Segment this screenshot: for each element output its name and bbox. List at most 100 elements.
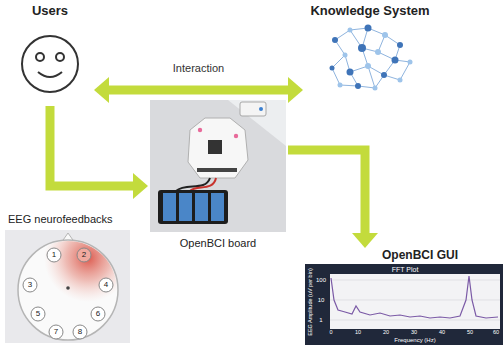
electrode-number: 7 [54,328,58,336]
tick-label: 40 [439,330,445,336]
tick-label: 30 [411,330,417,336]
network-graph-part [373,86,378,91]
connector [288,150,378,248]
node-heading: EEG neurofeedbacks [8,213,113,226]
network-graph-part [343,53,348,58]
eeg-head-map-part [66,286,70,290]
network-graph-part [375,49,381,55]
network-graph-part [408,60,413,65]
board-photo-part [158,190,228,224]
network-graph-part [365,63,371,69]
connector [94,77,303,103]
board-photo-part [240,102,266,116]
fft-plot-part [331,276,498,318]
network-graph-part [382,32,388,38]
board-photo-part [208,140,222,154]
eeg-head-map-part [49,325,63,339]
user-figure: Users [8,4,92,104]
smiley-face-part [36,53,44,61]
connector [50,106,148,199]
arrow-head [94,77,109,103]
eeg-head-map-part [91,307,105,321]
eeg-head-map-part [31,307,45,321]
node-heading: Users [32,4,68,19]
tick-label: 20 [383,330,389,336]
fft-plot-part [330,274,500,329]
network-graph-part [330,25,404,90]
fft-plot-part [330,280,500,320]
tick-label: 0 [329,330,332,336]
eeg-head-map [5,214,132,343]
board-photo-part [198,128,202,132]
eeg-head-map-part [23,278,37,292]
board-photo-part [150,100,286,232]
network-graph-part [397,42,403,48]
network-graph-part [330,66,335,71]
board-photo-part [195,193,208,221]
fft-plot-part [330,300,500,301]
eeg-head-map-part [99,278,113,292]
eeg-head-map-part [73,325,87,339]
network-graph-part [398,78,403,83]
electrode-number: 4 [104,281,108,289]
network-graph-part [355,83,361,89]
board-photo [150,100,286,232]
knowledge-system: Knowledge System [305,4,435,104]
fft-plot [305,264,503,345]
node-heading: OpenBCI GUI [382,249,458,263]
board-photo-part [197,168,237,172]
board-photo-node: OpenBCI board [150,100,286,250]
network-graph-part [400,62,410,80]
network-graph-part [392,57,399,64]
edge-label: Interaction [171,62,226,75]
board-photo-part [211,193,224,221]
smiley-face-part [38,72,62,77]
network-graph-part [347,69,354,76]
smiley-face-part [56,53,64,61]
arrow-head [133,173,148,199]
network-graph-part [348,28,353,33]
board-photo-part [190,178,216,191]
fft-plot-part [305,264,503,345]
electrode-number: 8 [78,328,82,336]
tick-label: 1 [319,317,322,323]
electrode-number: 2 [82,251,86,259]
network-graph-part [332,68,340,85]
network-graph-part [332,37,338,43]
board-photo-part [163,193,176,221]
electrode-number: 1 [52,251,56,259]
network-graph-part [368,66,375,88]
connector-line [50,106,134,186]
node-heading: Knowledge System [310,4,429,19]
tick-label: 50 [467,330,473,336]
smiley-face-part [22,36,78,92]
network-graph-part [332,55,345,68]
smiley-face [22,36,78,92]
electrode-number: 6 [96,310,100,318]
fft-plot-part [330,320,500,321]
board-photo-part [259,107,263,111]
eeg-head-map-part [77,248,91,262]
tick-label: 10 [318,297,325,303]
connector-line [288,150,365,234]
fft-plot-part [330,280,500,281]
plot-title: FFT Plot [392,266,419,273]
network-graph [330,25,413,91]
board-photo-part [179,193,192,221]
tick-label: 10 [355,330,361,336]
tick-label: 100 [316,277,326,283]
network-graph-part [338,83,343,88]
eeg-head-map-part [44,214,132,302]
arrow-head [288,77,303,103]
network-graph-part [365,25,372,32]
arrow-head [352,233,378,248]
eeg-map: EEG neurofeedbacks [4,213,134,343]
electrode-number: 3 [28,281,32,289]
board-photo-part [188,118,248,178]
network-graph-part [358,44,366,52]
tick-label: 60 [493,330,499,336]
